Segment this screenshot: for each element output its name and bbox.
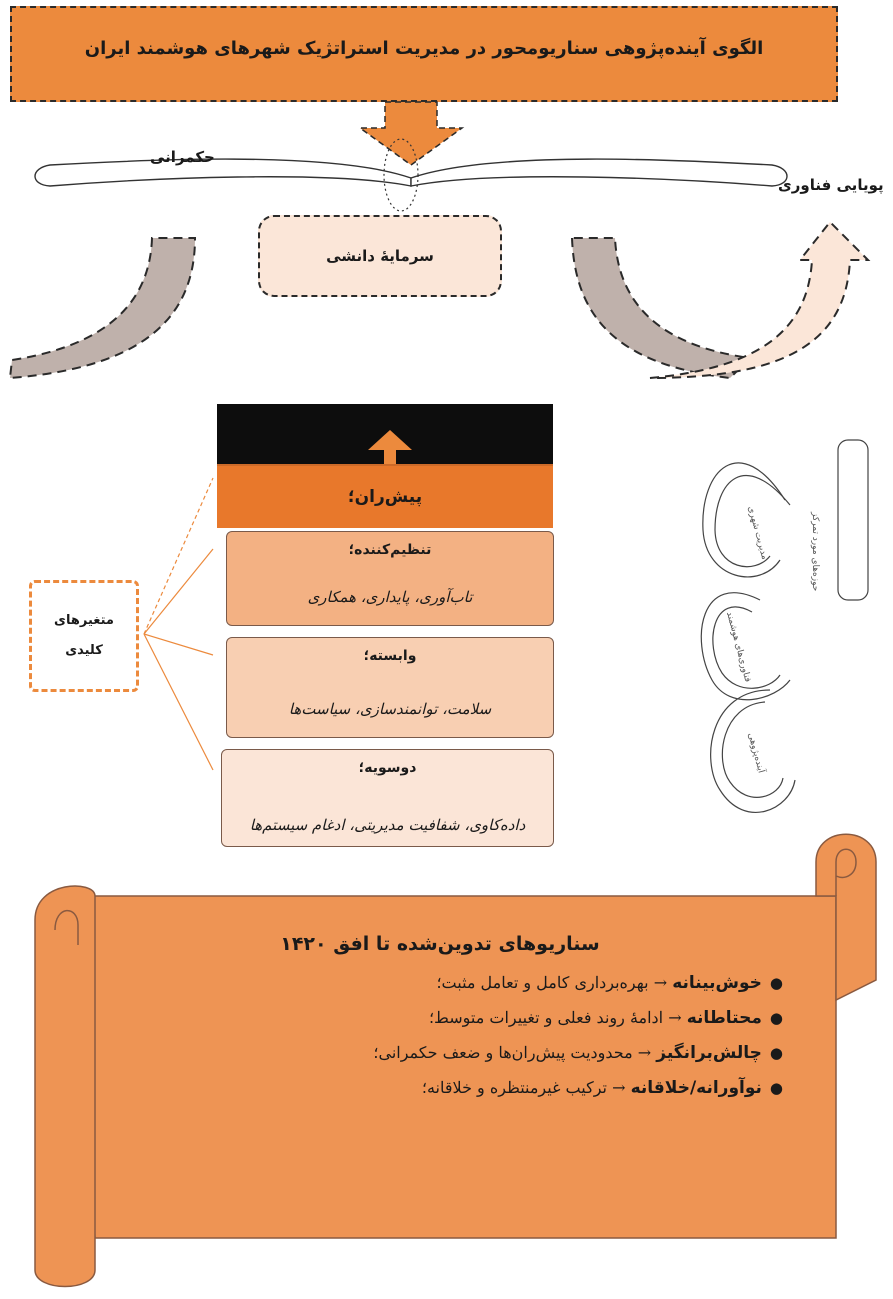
- driver-label: پیش‌ران؛: [347, 487, 423, 507]
- top-diagram-shapes: [8, 101, 871, 380]
- scenario-item: ●خوش‌بینانه → بهره‌برداری کامل و تعامل م…: [436, 973, 783, 993]
- bidirectional-items: داده‌کاوی، شفافیت مدیریتی، ادغام سیستم‌ه…: [249, 816, 526, 834]
- junction-ellipse: [383, 138, 419, 212]
- scenario-item: ●محتاطانه → ادامهٔ روند فعلی و تغییرات م…: [428, 1008, 783, 1028]
- diagram-title: الگوی آینده‌پژوهی سناریومحور در مدیریت ا…: [84, 38, 764, 59]
- title-banner: الگوی آینده‌پژوهی سناریومحور در مدیریت ا…: [10, 6, 838, 102]
- down-arrow: [357, 101, 465, 166]
- tech-dynamics-label: پویایی فناوری: [778, 176, 884, 194]
- scroll-right-roll: [815, 833, 877, 1002]
- key-variables-line1: متغیرهای: [54, 613, 114, 628]
- scenario-arrow: →: [653, 973, 668, 992]
- loop-3: [710, 689, 796, 813]
- side-figure-loops: [700, 439, 869, 813]
- scenario-desc: بهره‌برداری کامل و تعامل مثبت؛: [436, 973, 649, 992]
- key-variables-box: متغیرهای کلیدی: [29, 580, 139, 692]
- scenario-term: نوآورانه/خلاقانه: [630, 1078, 762, 1098]
- scenario-arrow: →: [612, 1078, 626, 1097]
- scenario-arrow: →: [668, 1008, 682, 1027]
- loop-1: [702, 462, 786, 578]
- connector-lines: [143, 477, 214, 771]
- scenario-desc: ترکیب غیرمنتظره و خلاقانه؛: [421, 1078, 607, 1097]
- scenario-term: محتاطانه: [686, 1008, 762, 1028]
- knowledge-capital-label: سرمایهٔ دانشی: [326, 247, 434, 265]
- dependent-title: وابسته؛: [363, 648, 417, 664]
- regulator-box: تنظیم‌کننده؛ تاب‌آوری، پایداری، همکاری: [226, 531, 554, 626]
- right-outline-arrow: [649, 220, 871, 379]
- bidirectional-box: دوسویه؛ داده‌کاوی، شفافیت مدیریتی، ادغام…: [221, 749, 554, 847]
- loop-2: [700, 592, 791, 701]
- scenarios-title: سناریوهای تدوین‌شده تا افق ۱۴۲۰: [280, 933, 600, 955]
- dependent-items: سلامت، توانمندسازی، سیاست‌ها: [288, 700, 492, 718]
- scenario-term: خوش‌بینانه: [672, 973, 762, 993]
- key-variables-line2: کلیدی: [65, 643, 103, 658]
- scenario-term: چالش‌برانگیز: [656, 1043, 762, 1063]
- governance-bracket: [34, 158, 412, 187]
- middle-curved-arrow: [570, 237, 753, 380]
- scenario-item: ●چالش‌برانگیز → محدودیت پیش‌ران‌ها و ضعف…: [373, 1043, 783, 1063]
- scenario-desc: محدودیت پیش‌ران‌ها و ضعف حکمرانی؛: [373, 1043, 633, 1062]
- scroll-left-roll: [34, 885, 96, 1288]
- scenario-desc: ادامهٔ روند فعلی و تغییرات متوسط؛: [428, 1008, 664, 1027]
- tech-bracket: [410, 158, 788, 187]
- scenario-item: ●نوآورانه/خلاقانه → ترکیب غیرمنتظره و خل…: [421, 1078, 783, 1098]
- driver-box: پیش‌ران؛: [217, 464, 553, 528]
- regulator-items: تاب‌آوری، پایداری، همکاری: [307, 588, 473, 606]
- governance-label: حکمرانی: [150, 148, 215, 166]
- left-curved-arrow: [8, 237, 197, 380]
- knowledge-capital-box: سرمایهٔ دانشی: [258, 215, 502, 297]
- regulator-title: تنظیم‌کننده؛: [348, 542, 432, 558]
- up-arrow: [368, 430, 412, 470]
- focus-areas-box: [837, 439, 869, 601]
- scenario-arrow: →: [637, 1043, 652, 1062]
- bidirectional-title: دوسویه؛: [358, 760, 417, 776]
- dependent-box: وابسته؛ سلامت، توانمندسازی، سیاست‌ها: [226, 637, 554, 738]
